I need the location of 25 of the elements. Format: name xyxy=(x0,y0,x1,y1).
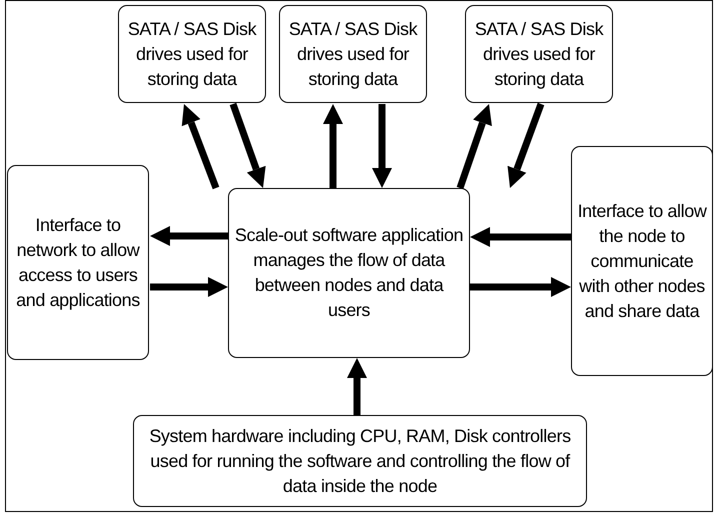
arrow xyxy=(508,102,544,188)
node-text: Interface to allow the node to communicate with other nodes and share data xyxy=(576,200,708,322)
arrow xyxy=(372,104,392,188)
disk-drive-box xyxy=(465,5,613,103)
node-interface-box xyxy=(571,146,713,376)
arrow xyxy=(182,104,220,190)
node-text: SATA / SAS Disk drives used for storing data xyxy=(474,18,604,91)
disk-drive-box xyxy=(279,5,427,103)
node-text: System hardware including CPU, RAM, Disk controllers used for running the software and controlling the flow of data inside the node xyxy=(148,424,572,498)
arrow xyxy=(347,358,367,415)
node-text: SATA / SAS Disk drives used for storing data xyxy=(126,18,258,91)
network-interface-box xyxy=(7,165,149,360)
arrow xyxy=(456,104,492,190)
hardware-box xyxy=(133,415,587,507)
node-text: Interface to network to allow access to users and applications xyxy=(15,214,141,312)
arrow xyxy=(470,227,571,247)
node-text: Scale-out software application manages the flow of data between nodes and data users xyxy=(234,224,464,322)
arrow xyxy=(230,102,266,188)
node-text: SATA / SAS Disk drives used for storing data xyxy=(288,18,418,91)
arrow xyxy=(323,104,343,188)
software-box xyxy=(228,188,470,358)
disk-drive-box xyxy=(118,5,266,103)
arrow xyxy=(150,277,228,297)
arrow xyxy=(470,277,571,297)
arrow xyxy=(150,226,228,246)
